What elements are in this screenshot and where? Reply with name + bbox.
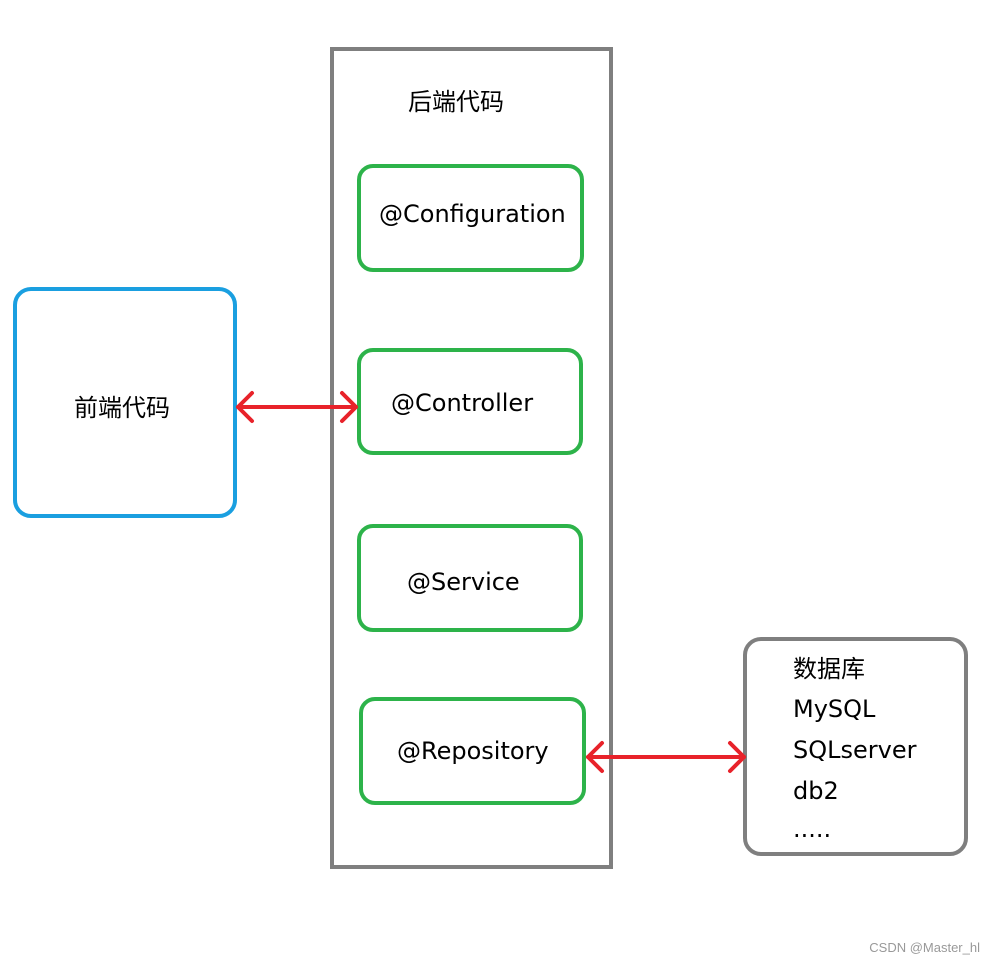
controller-layer-box	[357, 348, 583, 455]
database-line-title: 数据库	[793, 655, 865, 683]
repository-layer-label: @Repository	[397, 737, 549, 765]
configuration-layer-box	[357, 164, 584, 272]
database-line-ellipsis: .....	[793, 815, 832, 843]
database-line-db2: db2	[793, 777, 839, 805]
frontend-controller-arrow	[236, 391, 358, 423]
database-line-mysql: MySQL	[793, 695, 876, 723]
database-box	[743, 637, 968, 856]
frontend-label: 前端代码	[74, 394, 170, 422]
controller-layer-label: @Controller	[391, 389, 534, 417]
database-line-sqlserver: SQLserver	[793, 736, 917, 764]
frontend-box	[13, 287, 237, 518]
service-layer-box	[357, 524, 583, 632]
service-layer-label: @Service	[407, 568, 520, 596]
repository-layer-box	[359, 697, 586, 805]
backend-title: 后端代码	[408, 88, 504, 116]
watermark-text: CSDN @Master_hl	[869, 940, 980, 955]
configuration-layer-label: @Configuration	[379, 200, 566, 228]
repository-database-arrow	[586, 741, 746, 773]
